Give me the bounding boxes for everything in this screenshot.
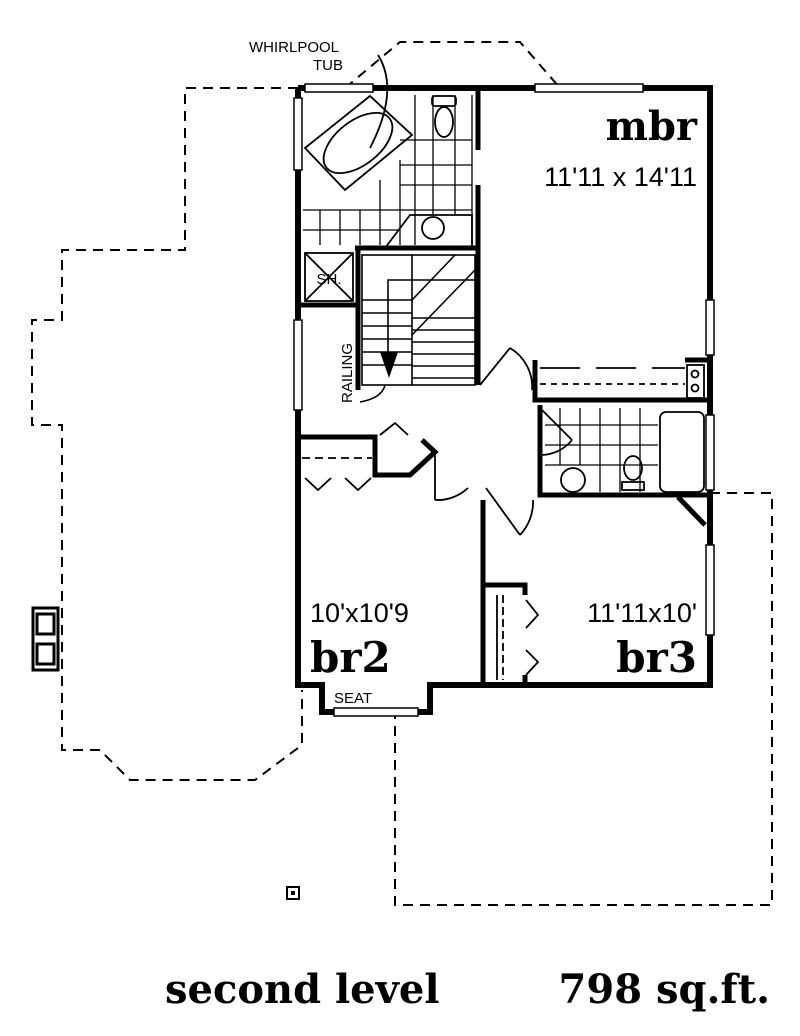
- room-dimensions-br2: 10'x10'9: [310, 598, 409, 628]
- whirlpool-label: WHIRLPOOL: [249, 39, 339, 56]
- windows: [293, 83, 715, 717]
- seat-label: SEAT: [334, 690, 372, 707]
- tub-label: TUB: [313, 57, 343, 74]
- chimney: [31, 606, 60, 672]
- shower-label: SH.: [316, 271, 341, 288]
- exterior-walls: [295, 85, 713, 715]
- whirlpool-tub: [303, 54, 414, 192]
- room-name-mbr: mbr: [606, 103, 698, 150]
- railing-label: RAILING: [339, 343, 356, 403]
- room-name-br2: br2: [310, 633, 391, 682]
- stair-down-arrow-icon: [380, 352, 398, 378]
- lower-level-outline: [31, 41, 773, 906]
- room-dimensions-br3: 11'11x10': [587, 598, 697, 628]
- room-name-br3: br3: [616, 633, 697, 682]
- room-dimensions-mbr: 11'11 x 14'11: [544, 162, 697, 192]
- level-caption: second level: [165, 966, 440, 1013]
- post-marker: [286, 886, 300, 900]
- fixtures: [302, 54, 705, 680]
- area-caption: 798 sq.ft.: [559, 966, 770, 1013]
- staircase: [359, 254, 476, 403]
